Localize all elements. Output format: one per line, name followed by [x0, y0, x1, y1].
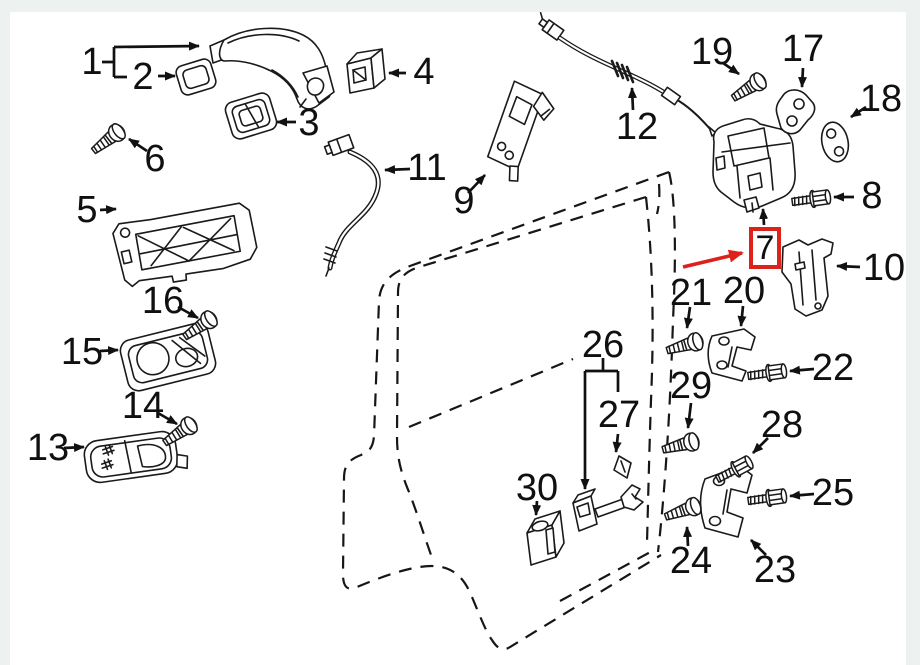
- part-6-screw: [87, 120, 130, 159]
- part-9-lock-bracket: [486, 80, 555, 182]
- callout-3[interactable]: 3: [298, 102, 320, 144]
- callout-1[interactable]: 1: [81, 41, 103, 83]
- callout-9[interactable]: 9: [453, 180, 475, 222]
- callout-30[interactable]: 30: [515, 467, 559, 509]
- part-11-release-cable: [323, 133, 381, 277]
- callout-5[interactable]: 5: [76, 189, 98, 231]
- callout-22[interactable]: 22: [811, 347, 855, 389]
- callout-12[interactable]: 12: [615, 106, 659, 148]
- callout-13[interactable]: 13: [26, 427, 70, 469]
- callout-15[interactable]: 15: [60, 331, 104, 373]
- part-29-screw: [659, 430, 702, 460]
- part-18-striker-shim: [820, 121, 850, 163]
- part-2-handle-gasket: [175, 58, 217, 96]
- callout-26[interactable]: 26: [581, 324, 625, 366]
- callout-8[interactable]: 8: [861, 175, 883, 217]
- highlight-pointer-arrow: [682, 249, 744, 269]
- part-26-door-check-strap: [572, 484, 644, 532]
- part-7-door-lock-actuator: [712, 117, 796, 213]
- callout-7[interactable]: 7: [755, 229, 775, 267]
- callout-20[interactable]: 20: [722, 270, 766, 312]
- part-12-lock-cable: [538, 11, 717, 137]
- part-8-bolt: [790, 187, 833, 212]
- highlight-box-part-7[interactable]: 7: [749, 227, 781, 269]
- part-23-lower-hinge: [699, 465, 753, 538]
- callout-29[interactable]: 29: [669, 365, 713, 407]
- callout-24[interactable]: 24: [669, 540, 713, 582]
- part-17-striker-plate: [775, 89, 816, 135]
- callout-25[interactable]: 25: [811, 472, 855, 514]
- part-4-handle-end-cap: [346, 48, 386, 94]
- callout-28[interactable]: 28: [760, 404, 804, 446]
- part-24-screw: [661, 494, 705, 527]
- callout-27[interactable]: 27: [597, 394, 641, 436]
- part-22-bolt: [746, 361, 789, 386]
- part-21-screw: [663, 330, 706, 361]
- door-panel-outline: [341, 170, 677, 651]
- part-19-screw: [727, 69, 770, 107]
- callout-23[interactable]: 23: [753, 549, 797, 591]
- callout-21[interactable]: 21: [669, 272, 713, 314]
- part-3-handle-bezel: [224, 92, 278, 140]
- part-27-check-strap-clip: [613, 455, 632, 479]
- callout-4[interactable]: 4: [413, 51, 435, 93]
- callout-16[interactable]: 16: [141, 280, 185, 322]
- part-30-wiring-connector: [526, 510, 565, 566]
- callout-19[interactable]: 19: [690, 31, 734, 73]
- part-1-exterior-door-handle: [209, 27, 335, 110]
- part-15-interior-handle-bezel: [119, 322, 217, 392]
- part-13-interior-door-handle: [83, 430, 189, 484]
- part-20-upper-hinge: [707, 328, 756, 382]
- part-25-bolt: [746, 486, 789, 511]
- callout-2[interactable]: 2: [132, 56, 154, 98]
- callout-6[interactable]: 6: [144, 138, 166, 180]
- callout-17[interactable]: 17: [781, 28, 825, 70]
- callout-arrows: [63, 41, 867, 556]
- callout-10[interactable]: 10: [862, 247, 906, 289]
- part-10-latch-bracket: [781, 238, 834, 317]
- callout-18[interactable]: 18: [859, 78, 903, 120]
- callout-14[interactable]: 14: [121, 385, 165, 427]
- part-5-handle-reinforcement: [112, 202, 258, 288]
- callout-11[interactable]: 11: [407, 147, 447, 189]
